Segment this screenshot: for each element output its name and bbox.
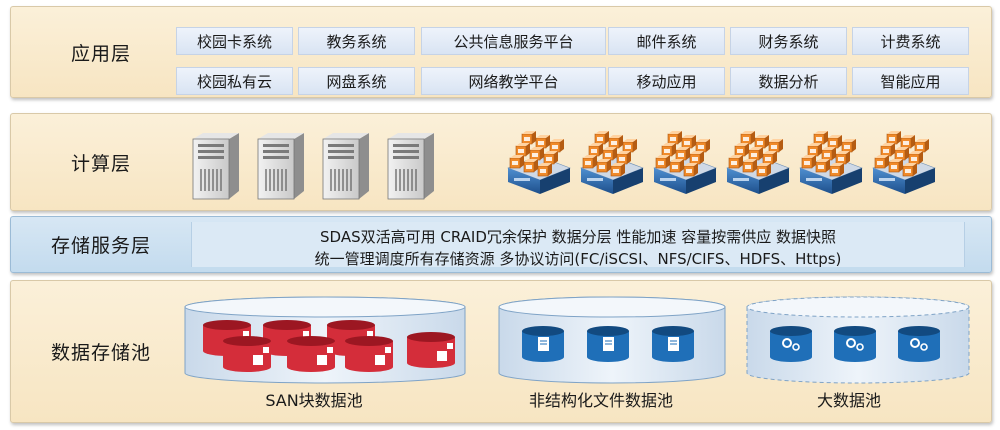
compute-layer: 计算层 (10, 113, 992, 211)
app-system-0-2: 公共信息服务平台 (421, 27, 606, 55)
blue-bigdata-storage-icon (834, 326, 876, 362)
blue-bigdata-storage-icon (898, 326, 940, 362)
vm-cluster-icon (799, 131, 863, 194)
app-system-0-1: 教务系统 (298, 27, 415, 55)
app-system-1-3: 移动应用 (608, 67, 725, 95)
blue-file-storage-icon (522, 326, 564, 362)
data-pool-layer: 数据存储池 SAN块数据池 非结构化文件数据池 大数据池 (10, 280, 992, 423)
file-pool-caption: 非结构化文件数据池 (528, 391, 674, 410)
app-system-0-3: 邮件系统 (608, 27, 725, 55)
bigdata-pool-caption: 大数据池 (816, 391, 882, 410)
blue-file-storage-icon (587, 326, 629, 362)
app-system-0-0: 校园卡系统 (176, 27, 293, 55)
storage-service-layer-label: 存储服务层 (50, 235, 151, 257)
app-system-0-4: 财务系统 (730, 27, 847, 55)
server-icon (192, 133, 239, 200)
application-layer-label: 应用层 (70, 42, 131, 65)
red-block-storage-icon (345, 336, 393, 372)
compute-layer-label: 计算层 (70, 152, 131, 175)
server-icon (387, 133, 434, 200)
storage-features-line-2: 统一管理调度所有存储资源 多协议访问(FC/iSCSI、NFS/CIFS、HDF… (314, 250, 842, 268)
app-system-1-5: 智能应用 (852, 67, 969, 95)
san-block-pool (184, 296, 466, 384)
blue-file-storage-icon (652, 326, 694, 362)
san-pool-caption: SAN块数据池 (265, 391, 363, 410)
blue-bigdata-storage-icon (770, 326, 812, 362)
compute-resources (192, 131, 936, 200)
application-layer: 应用层 校园卡系统教务系统公共信息服务平台邮件系统财务系统计费系统校园私有云网盘… (10, 6, 992, 98)
app-system-1-4: 数据分析 (730, 67, 847, 95)
app-system-1-0: 校园私有云 (176, 67, 293, 95)
vm-cluster-icon (580, 131, 644, 194)
vm-cluster-icon (872, 131, 936, 194)
storage-pools (184, 296, 970, 384)
storage-features-line-1: SDAS双活高可用 CRAID冗余保护 数据分层 性能加速 容量按需供应 数据快… (320, 228, 836, 246)
server-icon (257, 133, 304, 200)
storage-service-layer: 存储服务层 SDAS双活高可用 CRAID冗余保护 数据分层 性能加速 容量按需… (10, 216, 992, 273)
vm-cluster-icon (507, 131, 571, 194)
unstructured-file-pool (498, 296, 726, 384)
red-block-storage-icon (407, 332, 455, 368)
server-icon (322, 133, 369, 200)
storage-service-features: SDAS双活高可用 CRAID冗余保护 数据分层 性能加速 容量按需供应 数据快… (191, 222, 965, 268)
data-pool-layer-label: 数据存储池 (50, 342, 151, 364)
vm-cluster-icon (726, 131, 790, 194)
app-system-0-5: 计费系统 (852, 27, 969, 55)
vm-cluster-icon (653, 131, 717, 194)
app-system-1-2: 网络教学平台 (421, 67, 606, 95)
app-system-1-1: 网盘系统 (298, 67, 415, 95)
bigdata-pool (746, 296, 970, 384)
red-block-storage-icon (223, 336, 271, 372)
red-block-storage-icon (287, 336, 335, 372)
